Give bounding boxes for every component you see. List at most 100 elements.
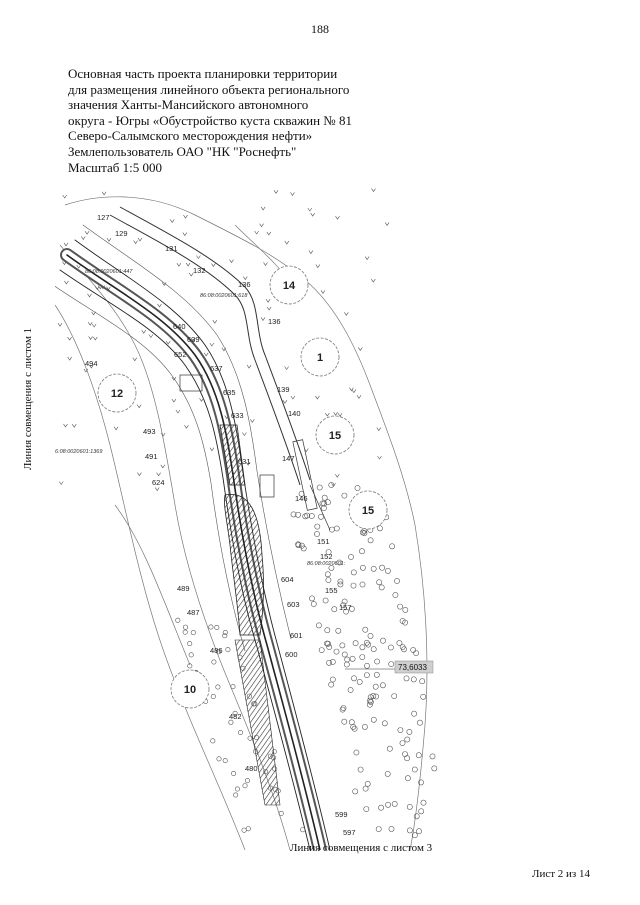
grass-tick [229, 259, 234, 264]
tree-circle [326, 659, 332, 666]
tree-circle [308, 513, 315, 519]
grass-tick [91, 323, 97, 328]
grass-tick [232, 470, 237, 475]
coord-labels: 86:08:0020601:447 86:08:0020601:618 6:08… [55, 269, 346, 567]
point-label: 136 [238, 280, 251, 289]
tree-circle [314, 523, 321, 530]
grass-tick [63, 423, 68, 428]
grass-tick [175, 409, 181, 414]
tree-circle [410, 647, 417, 653]
tree-circle [187, 663, 193, 669]
point-label: 633 [231, 411, 244, 420]
grass-tick [307, 207, 313, 212]
point-label: 487 [187, 608, 200, 617]
tree-circle [402, 751, 408, 757]
tree-circle [363, 639, 370, 646]
point-label: 131 [165, 244, 178, 253]
tree-circle [214, 624, 220, 630]
grass-tick [377, 455, 382, 460]
tree-circle [416, 719, 423, 726]
tree-circle [374, 658, 380, 665]
grass-tick [209, 342, 215, 347]
grass-tick [320, 290, 326, 294]
grass-tick [266, 231, 272, 236]
tree-circle [340, 602, 347, 608]
grass-tick [315, 264, 321, 269]
tree-circle [246, 693, 252, 699]
tree-circle [253, 748, 259, 754]
grass-tick [157, 303, 162, 308]
tree-circle [234, 786, 240, 792]
tree-circle [325, 549, 332, 555]
grass-tick [325, 412, 330, 417]
grass-tick [57, 323, 63, 327]
tree-circle [328, 526, 335, 533]
tree-circle [367, 632, 374, 639]
tree-circle [316, 484, 323, 491]
tree-circle [418, 779, 424, 786]
tree-circle [348, 554, 354, 560]
grass-tick [184, 425, 189, 429]
grass-tick [161, 282, 167, 286]
tree-circle [364, 781, 371, 787]
grass-tick [266, 306, 272, 311]
point-label: 652 [174, 350, 187, 359]
tree-circle [242, 783, 248, 789]
tree-circle [216, 649, 222, 655]
point-label: 157 [339, 603, 352, 612]
grass-tick [335, 474, 340, 478]
tree-circle [397, 727, 404, 733]
tree-circle [349, 655, 356, 662]
grass-tick [106, 238, 112, 242]
tree-circle [211, 659, 217, 665]
tree-circle [348, 719, 355, 726]
grass-tick [188, 272, 194, 277]
tree-circle [318, 513, 324, 520]
tree-circle [333, 648, 340, 655]
tree-circle [340, 705, 347, 711]
title-line: значения Ханты-Мансийского автономного [68, 97, 309, 113]
title-line: Землепользователь ОАО "НК "Роснефть" [68, 143, 297, 159]
tree-circle [240, 665, 246, 671]
tree-circle [372, 683, 379, 690]
tree-circle [216, 756, 222, 762]
grass-tick [76, 264, 81, 269]
well-pad [219, 424, 281, 806]
grass-tick [308, 250, 314, 255]
tree-circle [271, 755, 277, 761]
tree-circle [278, 810, 284, 816]
tree-circle [272, 786, 278, 792]
tree-circle [370, 646, 377, 653]
grass-tick [265, 299, 271, 303]
grass-tick [284, 366, 289, 371]
tree-circle [404, 775, 411, 782]
title-line: округа - Югры «Обустройство куста скважи… [68, 112, 352, 128]
grass-tick [160, 432, 166, 437]
tree-circle [347, 687, 354, 693]
tree-circle [329, 676, 336, 683]
section-circle-label: 10 [184, 684, 196, 696]
grass-tick [349, 387, 354, 392]
grass-tick [87, 293, 92, 298]
tree-circle [318, 647, 325, 653]
tree-circle [370, 692, 377, 699]
tree-circle [403, 675, 410, 682]
grass-tick [101, 191, 107, 196]
grass-tick [93, 336, 98, 341]
section-circle-shape [170, 669, 210, 709]
section-circle: 15 [315, 415, 355, 455]
grass-tick [81, 236, 86, 240]
grass-tick [250, 419, 255, 423]
grass-tick [245, 461, 251, 466]
point-label: 136 [268, 317, 281, 326]
point-label: 640 [173, 322, 186, 331]
tree-circle [402, 606, 409, 613]
tree-circle [362, 785, 369, 792]
grass-tick [165, 340, 171, 345]
tree-circle [359, 564, 366, 571]
tree-circle [404, 755, 410, 762]
grass-tick [87, 322, 93, 326]
tree-circle [331, 606, 338, 613]
grass-tick [154, 487, 160, 492]
grass-tick [64, 280, 69, 285]
